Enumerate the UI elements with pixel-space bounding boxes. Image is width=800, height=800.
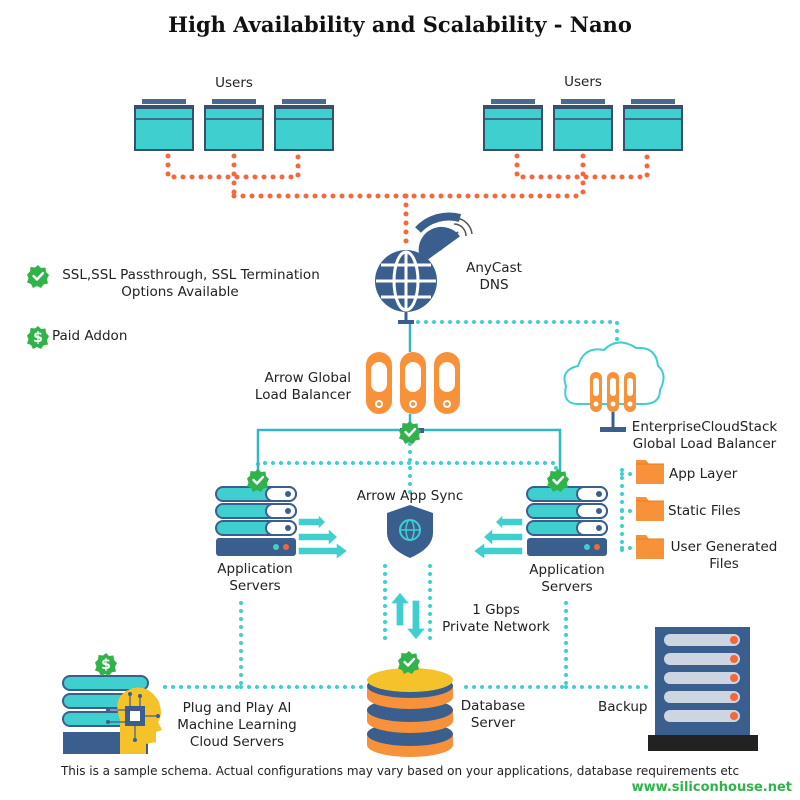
website-link[interactable]: www.siliconhouse.net xyxy=(631,780,792,795)
diagram-title: High Availability and Scalability - Nano xyxy=(168,12,632,37)
legend-dollar-badge-icon xyxy=(27,326,49,349)
arrow-global-load-balancer-icon xyxy=(366,352,460,433)
ai-line2: Machine Learning xyxy=(177,717,297,733)
app-layer-folder-icon xyxy=(635,459,665,485)
db-line1: Database xyxy=(460,698,526,714)
users-left-group xyxy=(133,98,335,151)
footnote: This is a sample schema. Actual configur… xyxy=(60,764,740,778)
user-generated-files-label: User Generated Files xyxy=(664,539,784,573)
sync-arrows-left xyxy=(297,512,350,562)
ecs-glb-line2: Global Load Balancer xyxy=(632,436,777,452)
app-servers-right-label: Application Servers xyxy=(517,562,617,596)
legend-paid: Paid Addon xyxy=(52,328,128,344)
anycast-line2: DNS xyxy=(479,277,509,293)
backup-label: Backup xyxy=(598,699,648,715)
network-line1: 1 Gbps xyxy=(472,602,520,618)
app-servers-left-label: Application Servers xyxy=(205,561,305,595)
app-sync-label: Arrow App Sync xyxy=(356,488,464,504)
network-line2: Private Network xyxy=(442,619,550,635)
user-files-folder-icon xyxy=(635,534,665,560)
check-badge-icon xyxy=(397,419,423,446)
arrow-glb-line1: Arrow Global xyxy=(264,370,351,386)
arrow-glb-label: Arrow Global Load Balancer xyxy=(236,370,351,404)
private-network-arrow xyxy=(388,591,428,641)
users-right-label: Users xyxy=(564,74,602,90)
app-servers-right-line1: Application xyxy=(529,562,605,578)
db-line2: Server xyxy=(470,715,516,731)
app-servers-right-line2: Servers xyxy=(541,579,593,595)
app-servers-left-line2: Servers xyxy=(229,578,281,594)
ai-line1: Plug and Play AI xyxy=(182,700,292,716)
users-right-group xyxy=(482,98,684,151)
dollar-badge-icon xyxy=(95,653,117,676)
legend-ssl-line2: Options Available xyxy=(121,284,239,300)
static-files-folder-icon xyxy=(635,496,665,522)
application-servers-left-icon xyxy=(215,486,297,557)
app-layer-label: App Layer xyxy=(669,466,738,482)
users-left-label: Users xyxy=(215,75,253,91)
database-server-icon xyxy=(367,668,453,757)
anycast-dns-icon xyxy=(375,212,473,324)
database-server-label: Database Server xyxy=(453,698,533,732)
legend-ssl-line1: SSL,SSL Passthrough, SSL Termination xyxy=(62,267,320,283)
app-sync-shield-icon xyxy=(387,505,433,558)
ecs-glb-label: EnterpriseCloudStack Global Load Balance… xyxy=(622,419,787,453)
backup-server-icon xyxy=(648,627,758,751)
application-servers-right-icon xyxy=(526,486,608,557)
anycast-line1: AnyCast xyxy=(466,260,522,276)
ai-servers-label: Plug and Play AI Machine Learning Cloud … xyxy=(172,700,302,751)
legend-ssl: SSL,SSL Passthrough, SSL Termination Opt… xyxy=(30,267,330,301)
ai-cloud-servers-icon xyxy=(62,675,162,754)
ai-line3: Cloud Servers xyxy=(189,734,285,750)
ecs-glb-line1: EnterpriseCloudStack xyxy=(631,419,778,435)
arrow-glb-line2: Load Balancer xyxy=(254,387,351,403)
ugf-line2: Files xyxy=(709,556,739,572)
sync-arrows-right xyxy=(471,512,524,562)
app-servers-left-line1: Application xyxy=(217,561,293,577)
user-connections xyxy=(165,153,650,247)
anycast-dns-label: AnyCast DNS xyxy=(458,260,530,294)
private-network-label: 1 Gbps Private Network xyxy=(436,602,556,636)
static-files-label: Static Files xyxy=(668,503,741,519)
ugf-line1: User Generated xyxy=(670,539,778,555)
enterprise-cloud-load-balancer-icon xyxy=(563,341,665,432)
